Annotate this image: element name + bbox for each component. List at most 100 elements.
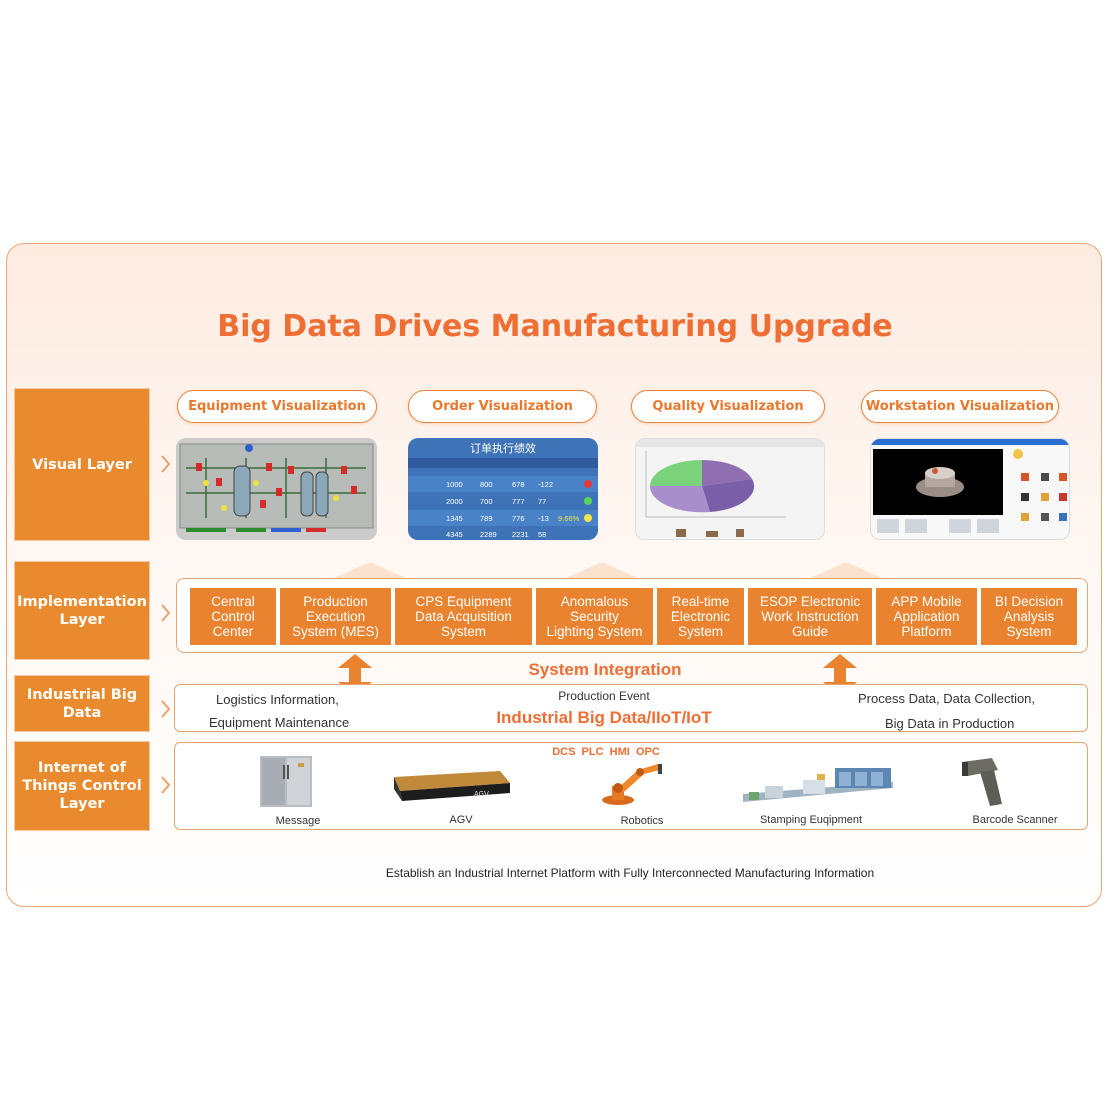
barcode-scanner-icon: [962, 758, 1002, 806]
tool-icon: [1021, 493, 1029, 501]
layer-label-iot: Internet of Things Control Layer: [15, 742, 149, 830]
caret-right-icon: [161, 604, 171, 622]
order-cell: 789: [480, 514, 493, 523]
layer-label-visual-text: Visual Layer: [32, 456, 132, 473]
workstation-toolbox: [1011, 447, 1069, 539]
bigdata-right-line2: Big Data in Production: [885, 716, 1015, 731]
order-screen-header-row: [408, 458, 598, 468]
order-row: 2000 700 777 77: [408, 493, 598, 509]
equipment-schematic: [176, 438, 377, 540]
pill-order-visualization: Order Visualization: [408, 390, 597, 423]
workstation-topbar: [871, 439, 1069, 445]
pill-workstation-visualization: Workstation Visualization: [861, 390, 1059, 423]
bigdata-right-line1: Process Data, Data Collection,: [858, 691, 1036, 706]
bigdata-center-top: Production Event: [558, 689, 650, 703]
workstation-screen: [870, 438, 1070, 540]
peak-icon: [562, 562, 642, 580]
order-screen: 订单执行绩效 1000 800 678 -122 2000 700 777 77…: [408, 438, 598, 540]
thumb: [977, 519, 999, 533]
impl-central-control-center: Central Control Center: [190, 588, 276, 645]
layer-label-bigdata-text: Industrial Big Data: [26, 686, 138, 721]
layer-label-implementation: Implementation Layer: [15, 562, 149, 659]
caret-right-icon: [161, 455, 171, 473]
order-cell: -122: [538, 480, 554, 489]
thumb: [877, 519, 899, 533]
order-cell: 1345: [446, 514, 463, 523]
status-dot: [584, 514, 592, 522]
order-cell: 4345: [446, 530, 463, 539]
peak-icon: [330, 562, 410, 580]
footer-caption: Establish an Industrial Internet Platfor…: [385, 866, 875, 880]
impl-label: ESOP Electronic Work Instruction Guide: [759, 594, 861, 639]
impl-label: APP Mobile Application Platform: [891, 594, 962, 639]
tool-icon: [1021, 513, 1029, 521]
order-cell: 2289: [480, 530, 497, 539]
machine-part-icon: [916, 467, 964, 497]
impl-label: CPS Equipment Data Acquisition System: [415, 594, 512, 639]
svg-text:AGV: AGV: [474, 790, 489, 798]
order-cell: 77: [538, 497, 547, 506]
tool-icon: [1059, 513, 1067, 521]
impl-label: Real-time Electronic System: [670, 594, 731, 639]
order-cell: -13: [538, 514, 549, 523]
status-dot: [584, 497, 592, 505]
tool-icon: [1041, 513, 1049, 521]
equipment-screen: [176, 438, 377, 540]
caret-right-icon: [161, 776, 171, 794]
order-cell: 1000: [446, 480, 463, 489]
impl-esop: ESOP Electronic Work Instruction Guide: [748, 588, 872, 645]
avatar: [1013, 449, 1023, 459]
order-row: 4345 2289 2231 58: [408, 527, 598, 540]
workstation-viewport: [873, 449, 1003, 515]
impl-app-mobile: APP Mobile Application Platform: [876, 588, 977, 645]
thumb: [949, 519, 971, 533]
order-cell: 700: [480, 497, 493, 506]
layer-label-implementation-text: Implementation Layer: [17, 593, 147, 628]
order-cell: 2000: [446, 497, 463, 506]
layer-label-iot-text: Internet of Things Control Layer: [22, 760, 142, 812]
pill-equipment-visualization: Equipment Visualization: [177, 390, 377, 423]
device-label-barcode-scanner: Barcode Scanner: [972, 814, 1058, 826]
impl-label: BI Decision Analysis System: [994, 594, 1064, 639]
thumb: [905, 519, 927, 533]
impl-bi-decision: BI Decision Analysis System: [981, 588, 1077, 645]
impl-label: Central Control Center: [211, 594, 255, 639]
layer-label-bigdata: Industrial Big Data: [15, 676, 149, 731]
device-label-message: Message: [275, 815, 321, 827]
order-cell: 678: [512, 480, 525, 489]
robot-arm-icon: [602, 764, 662, 805]
stamping-line-icon: [743, 768, 893, 802]
workstation-thumbs: [875, 519, 1003, 537]
system-integration-label: System Integration: [528, 660, 682, 679]
impl-cps-data-acquisition: CPS Equipment Data Acquisition System: [395, 588, 532, 645]
bigdata-left-line1: Logistics Information,: [216, 692, 339, 707]
device-label-robotics: Robotics: [620, 815, 664, 827]
impl-security-lighting: Anomalous Security Lighting System: [536, 588, 653, 645]
page-title: Big Data Drives Manufacturing Upgrade: [217, 309, 893, 344]
iot-box: [174, 742, 1088, 830]
protocols-label: DCS PLC HMI OPC: [552, 746, 660, 758]
order-screen-heading: 订单执行绩效: [470, 442, 536, 455]
quality-screen: [635, 438, 825, 540]
order-cell: 2231: [512, 530, 529, 539]
impl-mes: Production Execution System (MES): [280, 588, 391, 645]
caret-right-icon: [161, 700, 171, 718]
device-label-stamping: Stamping Euqipment: [759, 814, 863, 826]
order-cell: 777: [512, 497, 525, 506]
bigdata-box: [174, 684, 1088, 732]
quality-pie-chart: [636, 439, 824, 537]
tool-icon: [1059, 473, 1067, 481]
refrigerator-icon: [260, 756, 312, 807]
tool-icon: [1021, 473, 1029, 481]
order-cell: 58: [538, 530, 547, 539]
impl-label: Production Execution System (MES): [291, 594, 379, 639]
impl-realtime-electronic: Real-time Electronic System: [657, 588, 744, 645]
device-label-agv: AGV: [449, 814, 473, 826]
agv-icon: AGV: [394, 771, 510, 801]
layer-label-visual: Visual Layer: [15, 389, 149, 540]
bigdata-center-main: Industrial Big Data/IIoT/IoT: [496, 708, 712, 727]
order-cell: 776: [512, 514, 525, 523]
status-dot: [584, 480, 592, 488]
bigdata-left-line2: Equipment Maintenance: [209, 715, 350, 730]
order-row: 1000 800 678 -122: [408, 476, 598, 492]
